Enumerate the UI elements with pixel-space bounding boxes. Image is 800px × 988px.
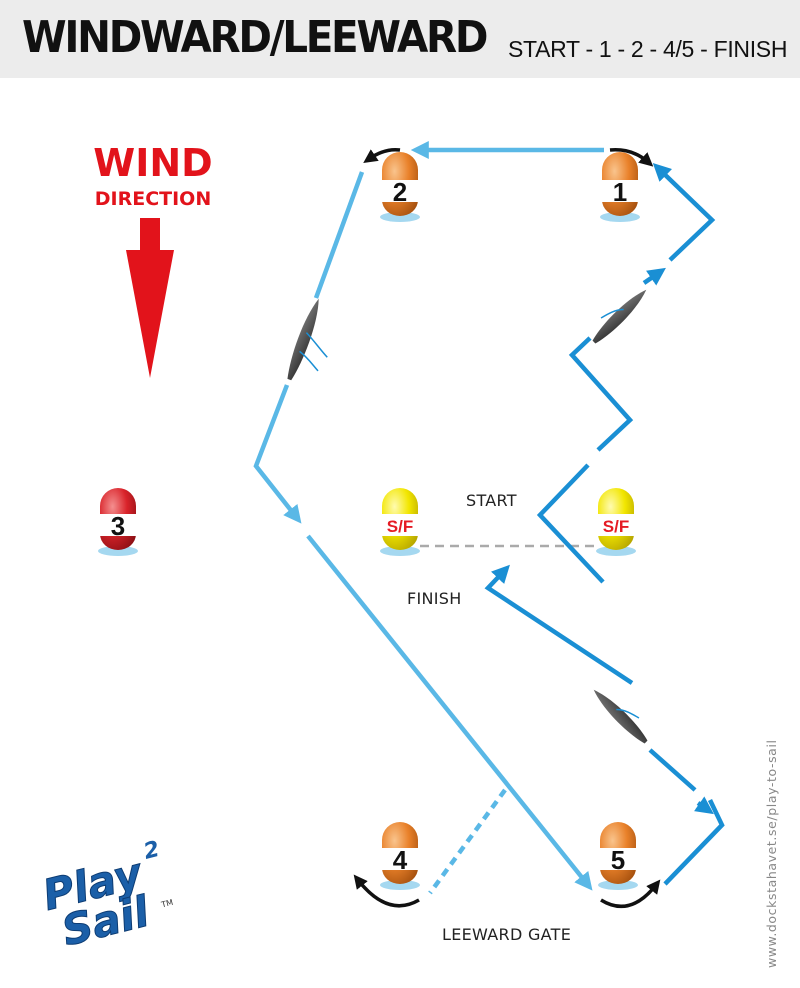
mark-3-label: 3 — [111, 511, 125, 541]
upwind-leg-start — [536, 463, 605, 584]
upwind-leg-lower — [648, 748, 697, 792]
mark-4-label: 4 — [393, 845, 408, 875]
mark-1-label: 1 — [613, 177, 627, 207]
mark-2-label: 2 — [393, 177, 407, 207]
sf-left-label: S/F — [387, 517, 413, 536]
upwind-leg-finish — [484, 564, 634, 685]
rounding-arrows — [353, 147, 661, 909]
wind-arrow — [126, 218, 174, 378]
downwind-leg-top — [313, 171, 365, 299]
mark-5-buoy: 5 — [598, 822, 638, 890]
boat-upwind-top — [592, 289, 647, 344]
rounding-arrow-mark1 — [609, 148, 654, 167]
sf-right-label: S/F — [603, 517, 629, 536]
upwind-arrow-lower — [693, 796, 714, 815]
wind-direction-label: DIRECTION — [95, 188, 211, 210]
downwind-leg-upper — [253, 384, 302, 524]
credit-url: www.dockstahavet.se/play-to-sail — [764, 739, 779, 968]
upwind-leg-middle — [568, 336, 634, 452]
page-title: WINDWARD/LEEWARD — [22, 12, 488, 63]
rounding-arrow-mark2 — [363, 147, 401, 163]
wind-label: WIND — [93, 141, 212, 185]
mark-1-buoy: 1 — [600, 152, 640, 222]
downwind-route — [253, 141, 604, 895]
start-finish-buoy-left: S/F — [380, 488, 420, 556]
play2sail-logo: Play 2 Sail TM — [37, 837, 174, 956]
mark-3-buoy: 3 — [98, 488, 138, 556]
logo-superscript: 2 — [141, 837, 162, 865]
start-finish-buoy-right: S/F — [596, 488, 636, 556]
downwind-leg-to-mark4 — [428, 788, 507, 895]
upwind-arrow — [642, 267, 666, 286]
downwind-leg-to-mark5 — [306, 534, 593, 891]
rounding-arrow-mark4 — [353, 874, 420, 908]
course-sequence: START - 1 - 2 - 4/5 - FINISH — [508, 36, 788, 62]
boat-upwind-bottom — [593, 689, 648, 744]
header-bar: WINDWARD/LEEWARD START - 1 - 2 - 4/5 - F… — [0, 0, 800, 78]
upwind-leg-to-mark1 — [652, 163, 716, 262]
start-label: START — [466, 491, 517, 510]
logo-trademark: TM — [159, 898, 174, 910]
mark-2-buoy: 2 — [380, 152, 420, 222]
mark-4-buoy: 4 — [380, 822, 420, 890]
leeward-gate-label: LEEWARD GATE — [442, 925, 571, 944]
upwind-route — [484, 163, 725, 886]
finish-label: FINISH — [407, 589, 462, 608]
upwind-leg-from-mark5 — [663, 799, 725, 886]
rounding-arrow-mark5 — [600, 879, 661, 909]
mark-5-label: 5 — [611, 845, 625, 875]
boat-downwind — [287, 298, 328, 381]
